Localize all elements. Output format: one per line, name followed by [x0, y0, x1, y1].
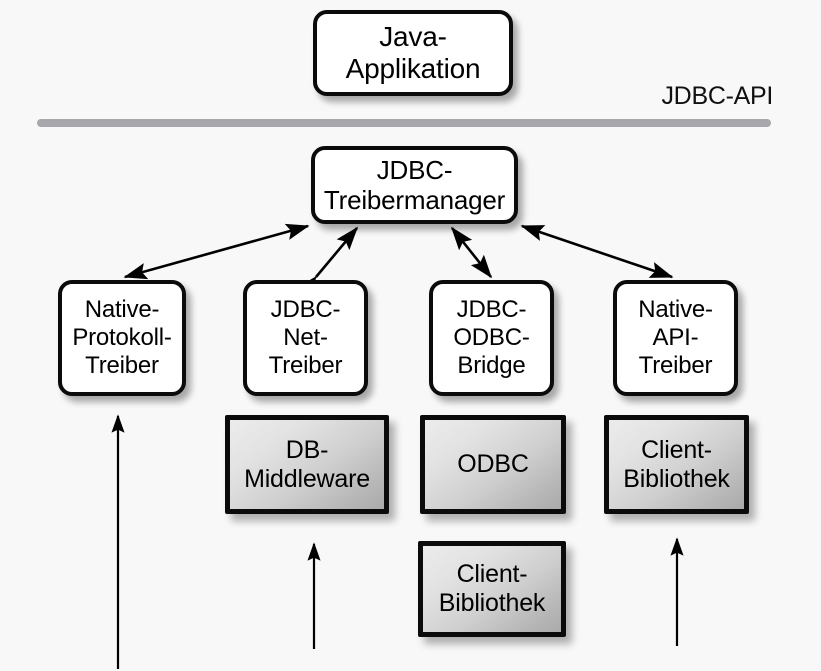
node-db-middleware-label: DB- Middleware — [244, 435, 370, 493]
node-odbc-label: ODBC — [457, 450, 529, 478]
node-client-library-odbc[interactable]: Client- Bibliothek — [418, 541, 566, 637]
node-jdbc-odbc-bridge-label: JDBC- ODBC- Bridge — [453, 296, 530, 379]
node-native-protocol-driver-label: Native- Protokoll- Treiber — [72, 296, 172, 379]
node-jdbc-net-driver-label: JDBC- Net- Treiber — [268, 296, 343, 379]
node-java-application[interactable]: Java- Applikation — [313, 10, 513, 96]
node-native-api-driver-label: Native- API- Treiber — [638, 296, 713, 379]
connector-manager-jdbc-odbc — [450, 226, 493, 279]
node-jdbc-driver-manager[interactable]: JDBC- Treibermanager — [311, 146, 518, 224]
node-java-application-label: Java- Applikation — [345, 20, 481, 84]
jdbc-api-divider-bar — [37, 119, 771, 127]
node-client-library-odbc-label: Client- Bibliothek — [438, 560, 546, 617]
jdbc-api-label: JDBC-API — [661, 82, 773, 110]
node-jdbc-odbc-bridge[interactable]: JDBC- ODBC- Bridge — [429, 280, 554, 396]
node-odbc[interactable]: ODBC — [420, 415, 566, 514]
connector-manager-native-api — [520, 224, 674, 279]
connector-manager-native-protocol — [123, 223, 310, 280]
node-db-middleware[interactable]: DB- Middleware — [225, 415, 389, 514]
node-native-api-driver[interactable]: Native- API- Treiber — [613, 280, 738, 396]
node-jdbc-net-driver[interactable]: JDBC- Net- Treiber — [243, 280, 368, 396]
node-client-library-native-api-label: Client- Bibliothek — [623, 435, 730, 493]
node-jdbc-driver-manager-label: JDBC- Treibermanager — [323, 154, 506, 215]
node-client-library-native-api[interactable]: Client- Bibliothek — [604, 415, 749, 514]
node-native-protocol-driver[interactable]: Native- Protokoll- Treiber — [58, 280, 186, 396]
connector-manager-jdbc-net — [295, 226, 359, 300]
